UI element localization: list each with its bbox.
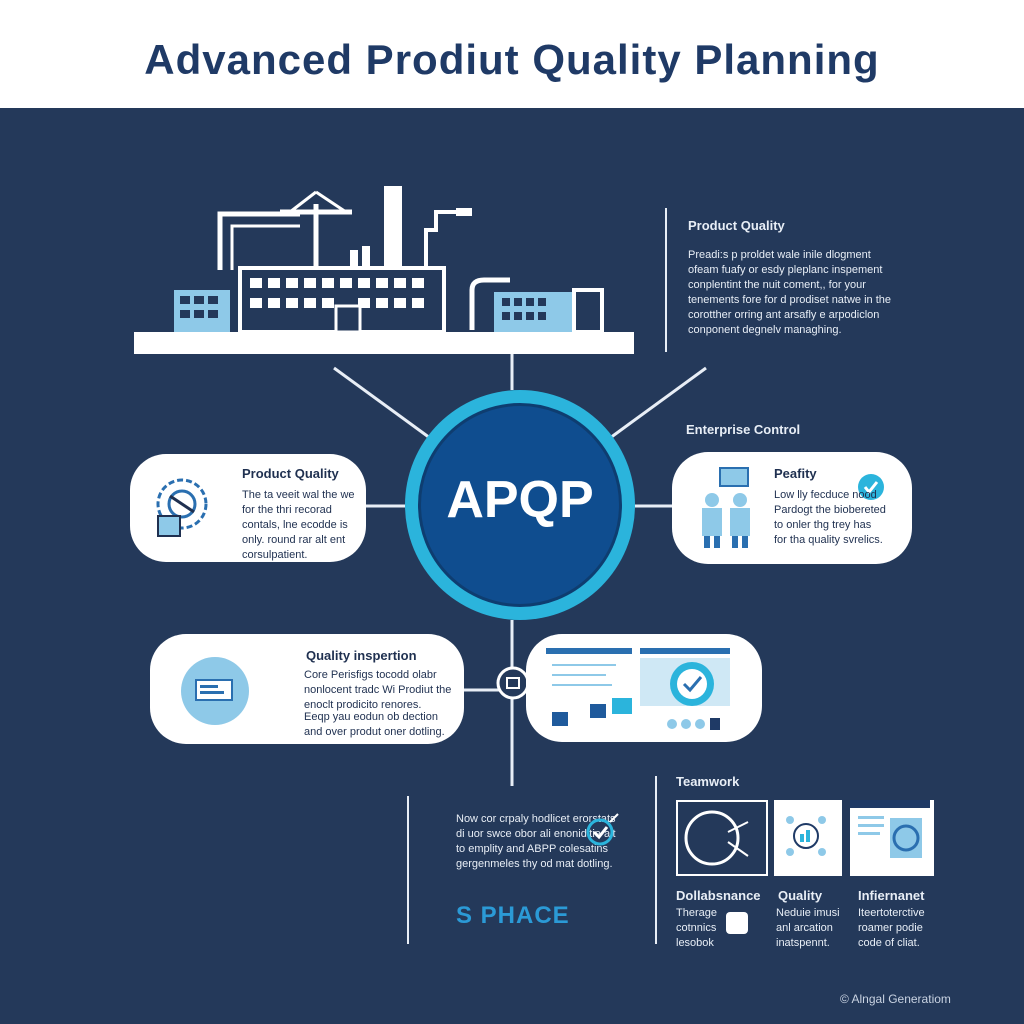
document-chart-icon [850,800,930,858]
inspection-body-2: Eeqp yau eodun ob dection and over produ… [304,711,445,738]
teamwork-item-1-body: Neduie imusi anl arcation inatspennt. [776,907,840,949]
apqp-label: APQP [446,471,594,529]
enterprise-label: Enterprise Control [686,422,801,437]
inspection-heading: Quality inspertion [306,648,417,663]
page-title: Advanced Prodiut Quality Planning [144,36,880,83]
dashboard-chart-icon [546,648,730,730]
apqp-core [418,403,622,607]
cycle-check-icon [496,666,530,700]
header-bar [0,0,1024,108]
left-card-body: The ta veeit wal the we for the thri rec… [242,489,355,561]
mid-bottom-body: Now cor crpaly hodlicet erorstats di uor… [456,813,616,870]
teamwork-item-2-body: Iteertoterctive roamer podie code of cli… [858,907,925,949]
footer-credit: © Alngal Generatiom [840,992,951,1006]
teamwork-item-0-body: Therage cotnnics lesobok [676,907,717,949]
check-badge-icon [586,813,619,846]
teamwork-heading: Teamwork [676,774,740,789]
nodes-chart-icon [786,816,826,856]
teamwork-item-0-label: Dollabsnance [676,888,761,903]
collab-badge-icon [726,912,748,934]
top-right-body: Preadi:s p proldet wale inile dlogment o… [688,249,892,336]
gear-document-icon [156,478,208,537]
network-circle-icon [684,810,749,866]
left-card-heading: Product Quality [242,466,339,481]
document-icon [181,657,249,725]
top-right-heading: Product Quality [688,218,785,233]
check-circle-icon [858,474,884,500]
teamwork-item-1-label: Quality [778,888,823,903]
inspection-body-1: Core Perisfigs tocodd olabr nonlocent tr… [304,669,452,711]
right-card-heading: Peafity [774,466,817,481]
phace-logo: S PHACE [456,902,570,929]
people-chat-icon [702,467,750,548]
teamwork-item-2-label: Infiernanet [858,888,925,903]
right-card-body: Low lly fecduce nood Pardogt the biobere… [774,489,886,546]
